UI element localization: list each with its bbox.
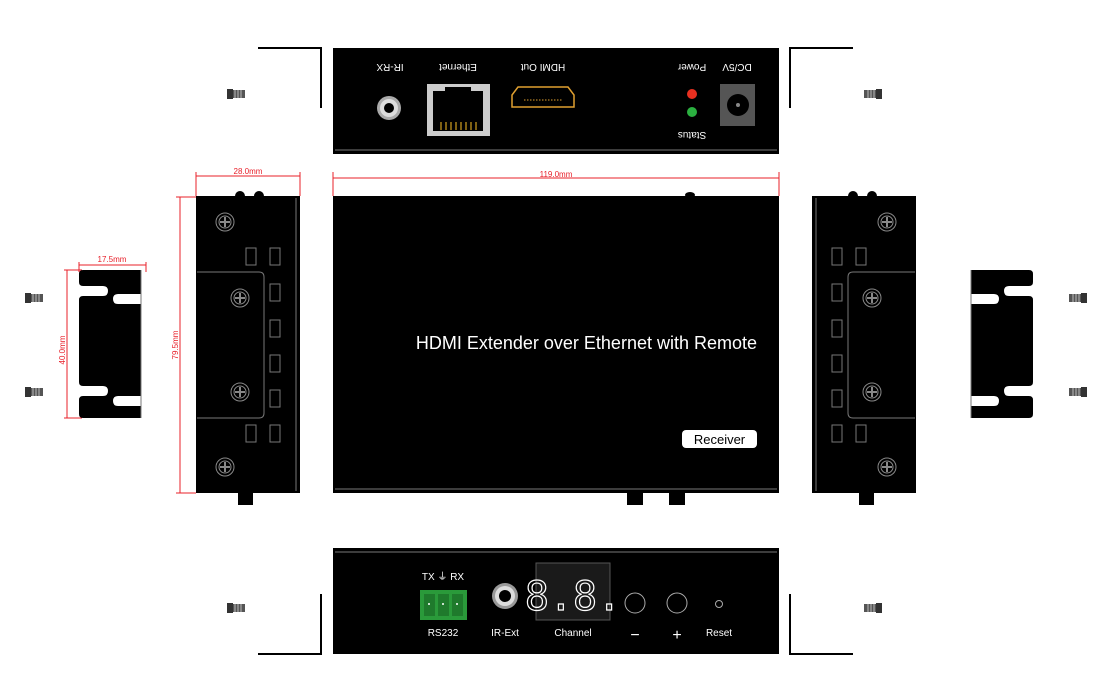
height-label: 28.0mm [234,167,263,176]
rs232-terminal-icon [420,590,467,620]
ir-ext-label: IR-Ext [491,628,519,639]
mount-bracket-right [789,47,853,108]
mount-bracket-front-right [970,270,1088,418]
dimension-depth: 79.5mm [171,196,196,494]
screw-icon [226,88,246,100]
channel-up-button[interactable] [666,592,688,614]
dc-jack-icon [720,84,755,126]
minus-label: − [630,627,639,644]
ethernet-label: Ethernet [439,61,477,72]
plus-label: + [672,627,681,644]
hdmi-port-icon [511,86,575,108]
rear-panel: IR-RX Ethernet HDMI Out Power DC/5V Stat… [226,47,883,154]
power-label: Power [677,61,706,72]
bracket-width-label: 17.5mm [98,255,127,264]
dimension-bracket-height: 40.0mm [58,269,82,419]
front-panel: TX ⏚ RX RS232 IR-Ext 8.8. Channel − + Re… [226,548,883,655]
status-label: Status [678,129,706,140]
depth-label: 79.5mm [171,330,180,359]
bracket-height-label: 40.0mm [58,335,67,364]
channel-display-digits: 8.8. [525,574,621,620]
power-led-icon [687,89,697,99]
dimension-height: 28.0mm [195,167,301,196]
ir-ext-jack-icon [492,583,518,609]
channel-label: Channel [554,628,591,639]
ethernet-port-icon [427,84,490,136]
receiver-badge [682,430,757,448]
dimension-length: 119.0mm [332,170,780,196]
product-title: HDMI Extender over Ethernet with Remote [416,333,757,353]
rs232-pin-label: TX ⏚ RX [422,571,465,583]
channel-down-button[interactable] [624,592,646,614]
mount-bracket-front-left [24,270,142,418]
side-view-left [196,191,300,505]
mount-bracket-left [258,47,322,108]
dc-label: DC/5V [722,61,752,72]
reset-label: Reset [706,628,732,639]
ir-rx-jack-icon [377,96,401,120]
side-view-right [812,191,916,505]
hdmi-out-label: HDMI Out [521,61,566,72]
screw-icon [863,88,883,100]
dimension-bracket-width: 17.5mm [78,255,147,272]
length-label: 119.0mm [540,170,573,179]
reset-button[interactable] [715,600,723,608]
rs232-label: RS232 [428,628,459,639]
ir-rx-label: IR-RX [376,61,404,72]
top-view: HDMI Extender over Ethernet with Remote … [333,192,779,505]
channel-display [535,562,611,621]
status-led-icon [687,107,697,117]
receiver-badge-label: Receiver [694,432,746,447]
